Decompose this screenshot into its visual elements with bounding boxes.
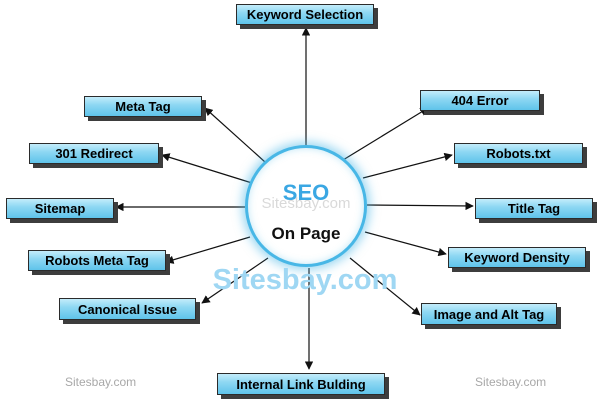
bottom-right-watermark: Sitesbay.com: [475, 375, 547, 389]
hub-watermark: Sitesbay.com: [261, 195, 351, 212]
hub-subtitle: On Page: [271, 224, 341, 243]
bottom-left-watermark: Sitesbay.com: [65, 375, 137, 389]
node-meta-tag: Meta Tag: [84, 96, 202, 117]
hub-title: SEO: [282, 180, 330, 205]
node-301-redirect: 301 Redirect: [29, 143, 159, 164]
arrow-to-title-tag: [366, 201, 474, 211]
node-keyword-density: Keyword Density: [448, 247, 586, 268]
node-sitemap: Sitemap: [6, 198, 114, 219]
node-robots-meta-tag: Robots Meta Tag: [28, 250, 166, 271]
node-404-error: 404 Error: [420, 90, 540, 111]
node-canonical-issue: Canonical Issue: [59, 298, 196, 320]
arrow-to-canonical-issue: [201, 257, 269, 304]
node-image-and-alt-tag: Image and Alt Tag: [421, 303, 557, 325]
center-watermark: Sitesbay.com: [212, 264, 398, 296]
arrow-to-meta-tag: [204, 107, 266, 163]
node-title-tag: Title Tag: [475, 198, 593, 219]
node-internal-link-bulding: Internal Link Bulding: [217, 373, 385, 395]
arrow-to-robots-meta-tag: [165, 236, 251, 264]
arrow-to-image-and-alt-tag: [349, 257, 421, 316]
node-keyword-selection: Keyword Selection: [236, 4, 374, 25]
arrow-to-404-error: [342, 107, 429, 161]
arrow-to-keyword-density: [364, 231, 447, 257]
node-robots-txt: Robots.txt: [454, 143, 583, 164]
arrow-to-301-redirect: [161, 153, 253, 184]
seo-hub-circle: SEO On Page: [245, 145, 367, 267]
arrow-to-robots-txt: [362, 152, 453, 179]
